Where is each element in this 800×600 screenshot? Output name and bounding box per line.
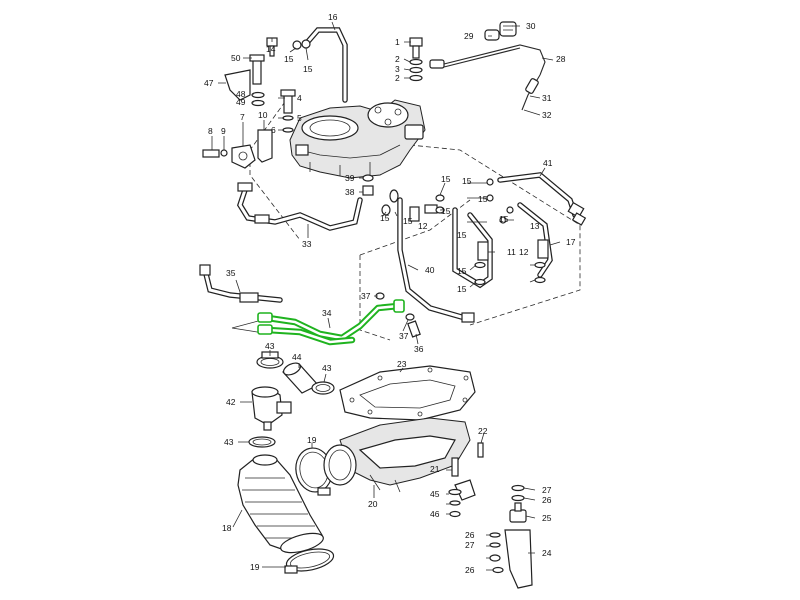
label-26b: 26 [465, 530, 475, 540]
label-28: 28 [556, 54, 566, 64]
label-15j: 15 [499, 214, 509, 224]
label-26c: 26 [465, 565, 475, 575]
label-15e: 15 [441, 174, 451, 184]
label-47: 47 [204, 78, 214, 88]
label-29: 29 [464, 31, 474, 41]
label-45: 45 [430, 489, 440, 499]
label-32: 32 [542, 110, 552, 120]
label-15a: 15 [284, 54, 294, 64]
label-19b: 19 [250, 562, 260, 572]
clamp-19-lower [284, 548, 335, 574]
mount-parts-24-27 [489, 484, 533, 589]
valve-42 [251, 386, 292, 431]
label-30: 30 [526, 21, 536, 31]
bolt-stack-1-3 [409, 37, 423, 82]
label-36: 36 [414, 344, 424, 354]
label-21: 21 [430, 464, 440, 474]
spring-clips [484, 21, 517, 41]
throttle-body-assembly [289, 99, 426, 179]
hoses-right [452, 172, 587, 289]
vent-pipe-16 [302, 27, 348, 103]
bracket-parts-left [202, 37, 311, 169]
mount-parts-21-46 [448, 457, 476, 518]
label-19a: 19 [307, 435, 317, 445]
label-16: 16 [328, 12, 338, 22]
label-42: 42 [226, 397, 236, 407]
label-38: 38 [345, 187, 355, 197]
label-2b: 2 [395, 73, 400, 83]
label-34: 34 [322, 308, 332, 318]
label-43c: 43 [224, 437, 234, 447]
clamp-43-lower [248, 436, 276, 448]
label-15h: 15 [462, 176, 472, 186]
label-40: 40 [425, 265, 435, 275]
label-17: 17 [566, 237, 576, 247]
label-15i: 15 [478, 194, 488, 204]
label-15b: 15 [303, 64, 313, 74]
label-11: 11 [507, 247, 516, 257]
label-4: 4 [297, 93, 302, 103]
label-13: 13 [530, 221, 540, 231]
label-22: 22 [478, 426, 488, 436]
label-15c: 15 [380, 213, 390, 223]
label-27b: 27 [465, 540, 475, 550]
label-23: 23 [397, 359, 407, 369]
label-1: 1 [395, 37, 400, 47]
label-43b: 43 [322, 363, 332, 373]
clamp-43-mid [311, 381, 335, 395]
label-33: 33 [302, 239, 312, 249]
label-35: 35 [226, 268, 236, 278]
leader-lines [211, 21, 561, 571]
intake-plenum-20 [323, 417, 471, 493]
throttle-cable-28 [429, 44, 546, 111]
label-26a: 26 [542, 495, 552, 505]
label-12b: 12 [519, 247, 529, 257]
label-14: 14 [266, 44, 276, 54]
label-25: 25 [542, 513, 552, 523]
label-44: 44 [292, 352, 302, 362]
label-50: 50 [231, 53, 241, 63]
label-8: 8 [208, 126, 213, 136]
label-18: 18 [222, 523, 232, 533]
label-7: 7 [240, 112, 245, 122]
label-2a: 2 [395, 54, 400, 64]
label-37a: 37 [361, 291, 371, 301]
intake-boot-18 [237, 454, 324, 554]
label-24: 24 [542, 548, 552, 558]
label-9: 9 [221, 126, 226, 136]
highlighted-pipe-34 [257, 299, 405, 346]
label-39: 39 [345, 173, 355, 183]
label-46: 46 [430, 509, 440, 519]
label-41: 41 [543, 158, 553, 168]
label-15f: 15 [441, 206, 451, 216]
hose-33 [236, 182, 363, 231]
label-43a: 43 [265, 341, 275, 351]
hose-35 [199, 264, 283, 303]
label-5: 5 [297, 113, 302, 123]
label-15k: 15 [457, 266, 467, 276]
label-6: 6 [271, 125, 276, 135]
label-15l: 15 [457, 284, 467, 294]
hose-40 [397, 197, 475, 323]
pin-22 [477, 442, 484, 458]
label-37b: 37 [399, 331, 409, 341]
label-20: 20 [368, 499, 378, 509]
banjo-fittings-center [409, 194, 445, 222]
label-27a: 27 [542, 485, 552, 495]
label-48: 48 [236, 89, 246, 99]
gasket-23 [339, 365, 476, 421]
label-49: 49 [236, 97, 246, 107]
fittings-38-39 [362, 174, 399, 216]
label-31: 31 [542, 93, 552, 103]
label-15g: 15 [457, 230, 467, 240]
label-12a: 12 [418, 221, 428, 231]
label-3: 3 [395, 64, 400, 74]
part-number-labels: 1 2 3 2 4 5 6 7 8 9 10 11 12 12 13 14 15… [204, 12, 576, 575]
label-15d: 15 [403, 216, 413, 226]
label-10: 10 [258, 110, 268, 120]
